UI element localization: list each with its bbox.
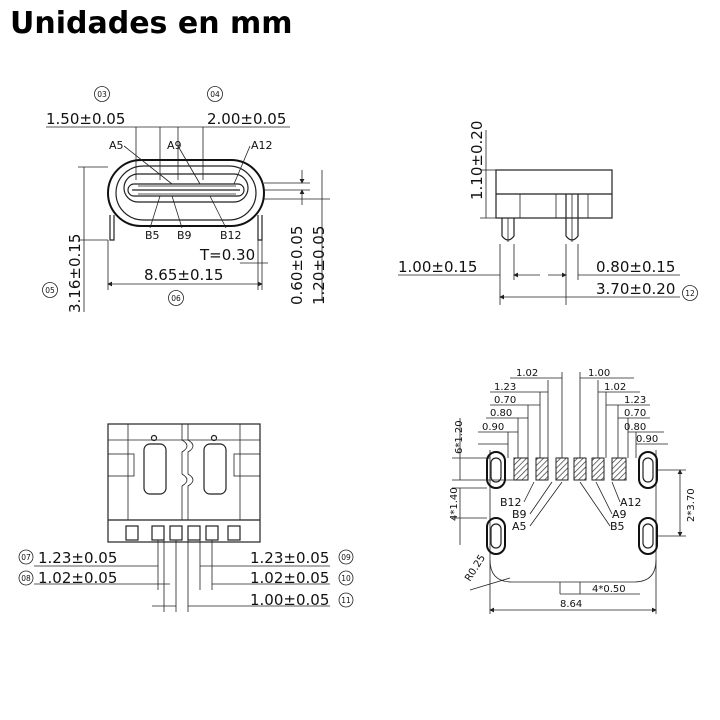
pin-b9-label: B9 — [177, 229, 192, 242]
fp-d-123b: 1.23 — [624, 395, 646, 406]
pin-b5-label: B5 — [145, 229, 160, 242]
fp-d-070a: 0.70 — [494, 395, 516, 406]
front-view: 03 04 1.50±0.05 2.00±0.05 A5 A9 A12 — [42, 86, 330, 313]
callout-07: 07 — [18, 549, 34, 565]
dim-width: 8.65±0.15 — [144, 266, 223, 284]
svg-text:05: 05 — [45, 286, 55, 295]
callout-03: 03 — [94, 86, 110, 102]
fp-pin-b12: B12 — [500, 496, 522, 509]
fp-d-080a: 0.80 — [490, 408, 512, 419]
side-view: 1.10±0.20 1.00±0.15 0.80±0.15 3.70±0.20 … — [398, 121, 698, 305]
pin-a12-label: A12 — [251, 139, 273, 152]
fp-d-080b: 0.80 — [624, 422, 646, 433]
svg-text:03: 03 — [97, 90, 107, 99]
dim-pitch-right: 2.00±0.05 — [207, 110, 286, 128]
bottom-dim-l2: 1.02±0.05 — [38, 569, 117, 587]
callout-10: 10 — [338, 570, 354, 586]
dim-v1: 0.60±0.05 — [288, 226, 306, 305]
fp-d-r025: R0.25 — [463, 553, 488, 584]
pin-b12-label: B12 — [220, 229, 242, 242]
svg-text:12: 12 — [685, 289, 695, 298]
page-title: Unidades en mm — [10, 6, 293, 41]
svg-text:11: 11 — [341, 596, 351, 605]
svg-text:06: 06 — [171, 294, 181, 303]
fp-d-090a: 0.90 — [482, 422, 504, 433]
svg-text:09: 09 — [341, 553, 351, 562]
callout-08: 08 — [18, 570, 34, 586]
side-dim-left: 1.00±0.15 — [398, 258, 477, 276]
bottom-dim-l1: 1.23±0.05 — [38, 549, 117, 567]
fp-d-6x120: 6*1.20 — [454, 420, 465, 454]
pin-a5-label: A5 — [109, 139, 124, 152]
fp-d-4x050: 4*0.50 — [592, 584, 626, 595]
callout-05: 05 — [42, 282, 58, 298]
side-dim-top: 1.10±0.20 — [468, 121, 486, 200]
fp-d-4x140: 4*1.40 — [449, 487, 460, 521]
bottom-dim-center: 1.00±0.05 — [250, 591, 329, 609]
fp-d-2x370: 2*3.70 — [686, 488, 697, 522]
side-dim-right: 0.80±0.15 — [596, 258, 675, 276]
pcb-footprint: 1.02 1.00 1.23 1.02 0.70 1.23 0.80 0.70 … — [449, 368, 697, 614]
callout-06: 06 — [168, 290, 184, 306]
fp-d-090b: 0.90 — [636, 434, 658, 445]
fp-pin-a12: A12 — [620, 496, 642, 509]
fp-d-102b: 1.02 — [604, 382, 626, 393]
callout-09: 09 — [338, 549, 354, 565]
svg-text:10: 10 — [341, 574, 351, 583]
svg-text:04: 04 — [210, 90, 220, 99]
fp-pin-b9: B9 — [512, 508, 527, 521]
fp-pin-a9: A9 — [612, 508, 627, 521]
bottom-dim-r1: 1.23±0.05 — [250, 549, 329, 567]
dim-height: 3.16±0.15 — [66, 234, 84, 313]
callout-11: 11 — [338, 592, 354, 608]
svg-text:08: 08 — [21, 574, 31, 583]
bottom-dim-r2: 1.02±0.05 — [250, 569, 329, 587]
pin-a9-label: A9 — [167, 139, 182, 152]
fp-pin-b5: B5 — [610, 520, 625, 533]
callout-04: 04 — [207, 86, 223, 102]
dim-thickness: T=0.30 — [199, 246, 255, 264]
fp-d-100: 1.00 — [588, 368, 610, 379]
fp-pin-a5: A5 — [512, 520, 527, 533]
fp-d-070b: 0.70 — [624, 408, 646, 419]
callout-12: 12 — [682, 285, 698, 301]
svg-text:07: 07 — [21, 553, 31, 562]
dim-v2: 1.20±0.05 — [310, 226, 328, 305]
side-dim-total: 3.70±0.20 — [596, 280, 675, 298]
fp-d-864: 8.64 — [560, 599, 582, 610]
fp-d-123a: 1.23 — [494, 382, 516, 393]
dim-pitch-left: 1.50±0.05 — [46, 110, 125, 128]
fp-d-102a: 1.02 — [516, 368, 538, 379]
bottom-view: 07 1.23±0.05 08 1.02±0.05 1.23±0.05 09 1… — [18, 423, 354, 612]
